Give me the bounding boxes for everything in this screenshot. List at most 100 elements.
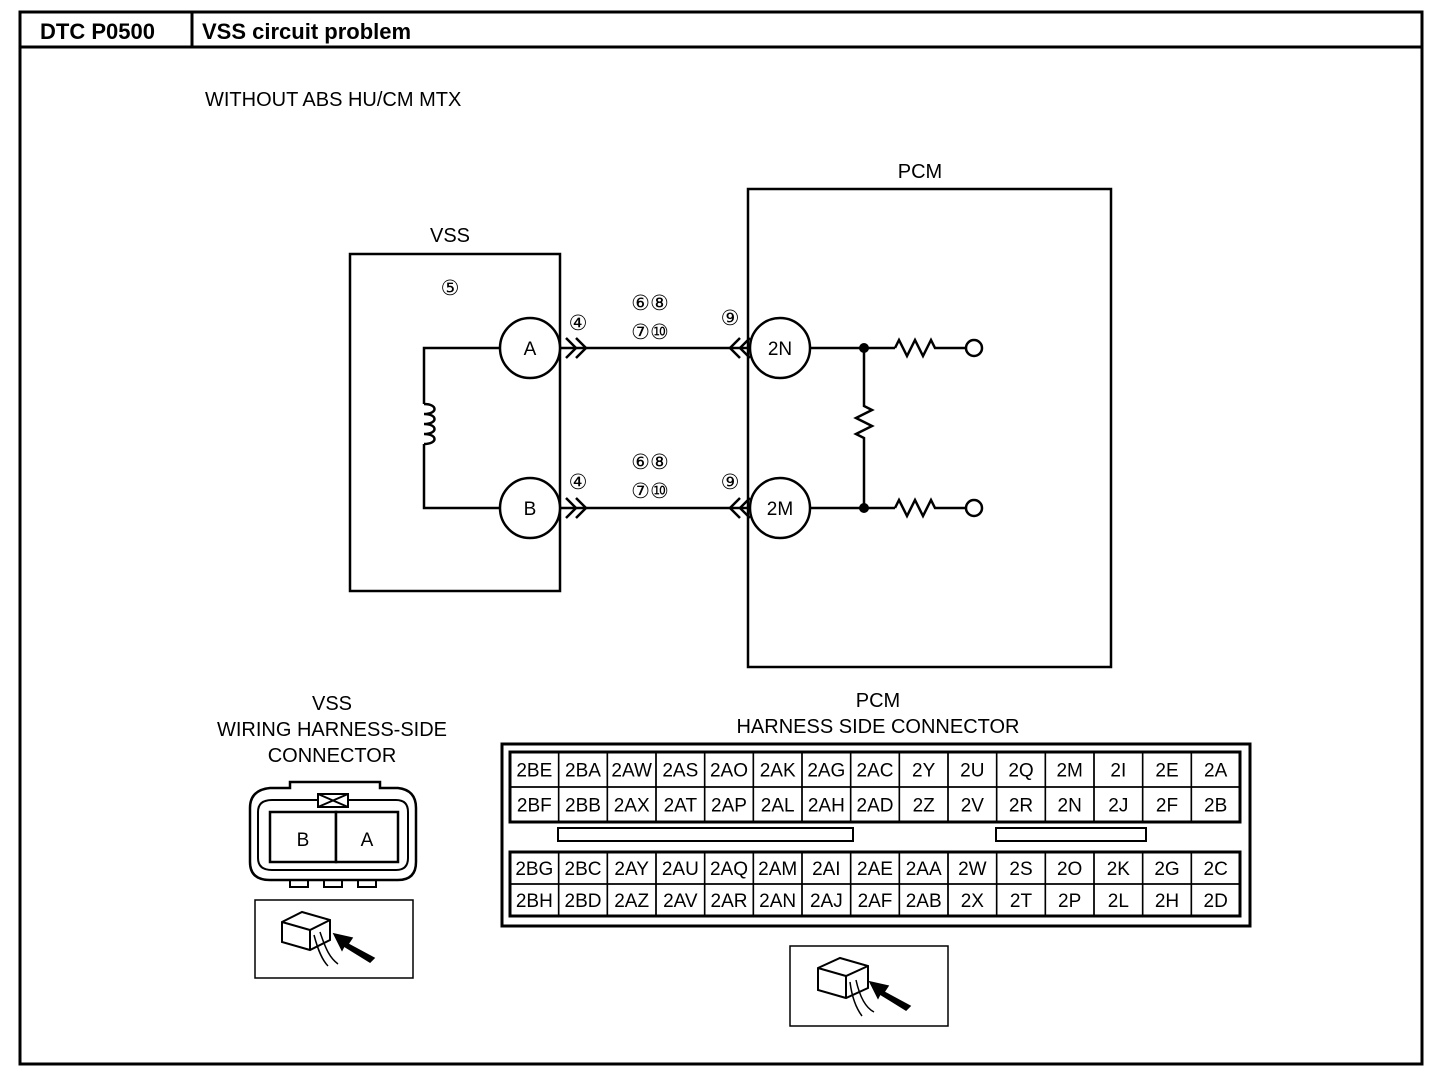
vss-terminal-a-label: A (361, 830, 374, 851)
vss-connector-title-3: CONNECTOR (268, 745, 397, 767)
pcm-terminal-label: 2A (1204, 761, 1228, 782)
pcm-terminal-label: 2AF (858, 891, 893, 912)
pcm-terminal-label: 2G (1154, 859, 1179, 880)
pcm-terminal-label: 2R (1009, 796, 1033, 817)
pcm-terminal-label: 2AK (760, 761, 796, 782)
vss-connector-title-2: WIRING HARNESS-SIDE (217, 719, 447, 741)
latch-cross-icon (317, 793, 349, 808)
pcm-terminal-label: 2AW (611, 761, 652, 782)
pcm-terminal-label: 2T (1010, 891, 1033, 912)
variant-label: WITHOUT ABS HU/CM MTX (205, 89, 461, 111)
pcm-terminal-label: 2AE (857, 859, 893, 880)
vss-terminal-b-label: B (297, 830, 310, 851)
pcm-terminal-label: 2AT (664, 796, 698, 817)
pcm-terminal-label: 2S (1009, 859, 1032, 880)
pcm-terminal-label: 2O (1057, 859, 1082, 880)
pcm-terminal-label: 2V (961, 796, 985, 817)
pcm-connector-key-left (557, 827, 854, 842)
pcm-terminal-label: 2B (1204, 796, 1227, 817)
pcm-terminal-label: 2BG (515, 859, 553, 880)
pcm-terminal-label: 2AS (662, 761, 698, 782)
wire-top-steps-row2: ⑦⑩ (631, 321, 669, 344)
terminal-icon (964, 338, 984, 358)
wire-bottom-steps-row2: ⑦⑩ (631, 480, 669, 503)
pcm-terminal-label: 2BH (516, 891, 553, 912)
pcm-terminal-label: 2AO (710, 761, 748, 782)
pcm-terminal-label: 2AN (759, 891, 796, 912)
vss-box (348, 252, 562, 593)
wire-bottom-steps-row1: ⑥⑧ (631, 451, 669, 474)
pcm-terminal-label: 2P (1058, 891, 1081, 912)
dtc-code: DTC P0500 (40, 19, 155, 44)
pcm-connector-key-right (995, 827, 1147, 842)
pcm-terminal-label: 2AU (662, 859, 699, 880)
terminal-icon (964, 498, 984, 518)
pcm-terminal-label: 2I (1110, 761, 1126, 782)
page-frame (18, 10, 1424, 1066)
pcm-terminal-label: 2BF (517, 796, 552, 817)
pcm-terminal-label: 2AJ (810, 891, 843, 912)
pcm-terminal-label: 2J (1108, 796, 1128, 817)
pcm-box-label: PCM (898, 161, 942, 183)
pcm-terminal-label: 2C (1204, 859, 1228, 880)
pcm-terminal-label: 2N (1058, 796, 1082, 817)
pcm-terminal-label: 2L (1108, 891, 1129, 912)
resistor-icon (893, 337, 966, 359)
wire-top-steps-row1: ⑥⑧ (631, 292, 669, 315)
pcm-terminal-label: 2AB (906, 891, 942, 912)
vss-connector-top-chevron-icon (565, 337, 588, 359)
pcm-terminal-label: 2BE (516, 761, 552, 782)
pcm-terminal-label: 2Z (913, 796, 936, 817)
pcm-terminal-label: 2W (958, 859, 987, 880)
pcm-terminal-label: 2AZ (614, 891, 649, 912)
pcm-connector-title-2: HARNESS SIDE CONNECTOR (736, 716, 1019, 738)
vss-connector: VSS WIRING HARNESS-SIDE CONNECTOR B A (217, 693, 447, 979)
pcm-terminal-label: 2Q (1008, 761, 1033, 782)
pcm-pin-2n-label: 2N (768, 339, 792, 360)
pcm-terminal-label: 2AP (711, 796, 747, 817)
view-direction-icon (817, 956, 912, 1017)
pcm-connector: PCM HARNESS SIDE CONNECTOR 2BE 2BA 2AW 2AS 2… (500, 690, 1252, 1027)
schematic: VSS ⑤ A B ④ ⑥⑧ ⑦⑩ ⑨ ④ ⑥⑧ ⑦⑩ ⑨ PCM 2 (348, 161, 1113, 669)
pcm-terminal-label: 2AD (857, 796, 894, 817)
pcm-terminal-label: 2F (1156, 796, 1178, 817)
vss-connector-bottom-chevron-icon (565, 497, 588, 519)
pcm-terminal-label: 2AI (812, 859, 841, 880)
pcm-terminal-label: 2BD (565, 891, 602, 912)
pcm-terminal-label: 2D (1204, 891, 1228, 912)
pcm-terminal-cell (1190, 786, 1241, 823)
vss-connector-title-1: VSS (312, 693, 352, 715)
pcm-terminal-label: 2AA (906, 859, 942, 880)
pcm-pin-2m-label: 2M (767, 499, 793, 520)
vss-step-marker: ⑤ (441, 277, 460, 300)
pcm-terminal-label: 2Y (912, 761, 936, 782)
dtc-title: VSS circuit problem (202, 19, 411, 44)
pcm-terminal-label: 2AV (663, 891, 698, 912)
pcm-terminal-label: 2M (1056, 761, 1082, 782)
pcm-terminal-label: 2BB (565, 796, 601, 817)
pcm-terminal-label: 2H (1155, 891, 1179, 912)
pcm-connector-title-1: PCM (856, 690, 900, 712)
vss-box-label: VSS (430, 225, 470, 247)
pcm-terminal-label: 2AL (761, 796, 795, 817)
view-direction-icon (281, 910, 376, 967)
pcm-connector-top-chevron-icon (728, 337, 751, 359)
pcm-terminal-label: 2AR (711, 891, 748, 912)
pcm-terminal-label: 2K (1107, 859, 1131, 880)
vss-connector-inner (257, 799, 409, 871)
pcm-terminal-label: 2E (1155, 761, 1178, 782)
pcm-terminal-label: 2AY (614, 859, 649, 880)
pcm-connector-bottom-chevron-icon (728, 497, 751, 519)
pcm-terminal-label: 2X (961, 891, 985, 912)
pcm-terminal-cell (1190, 883, 1241, 917)
resistor-icon (853, 348, 875, 508)
pcm-terminal-label: 2AC (857, 761, 894, 782)
wire-bottom-vss-step: ④ (569, 471, 588, 494)
pcm-terminal-label: 2U (960, 761, 984, 782)
pcm-box (746, 187, 1113, 669)
pcm-terminal-label: 2AQ (710, 859, 748, 880)
pcm-terminal-label: 2BA (565, 761, 601, 782)
wire-top-vss-step: ④ (569, 312, 588, 335)
